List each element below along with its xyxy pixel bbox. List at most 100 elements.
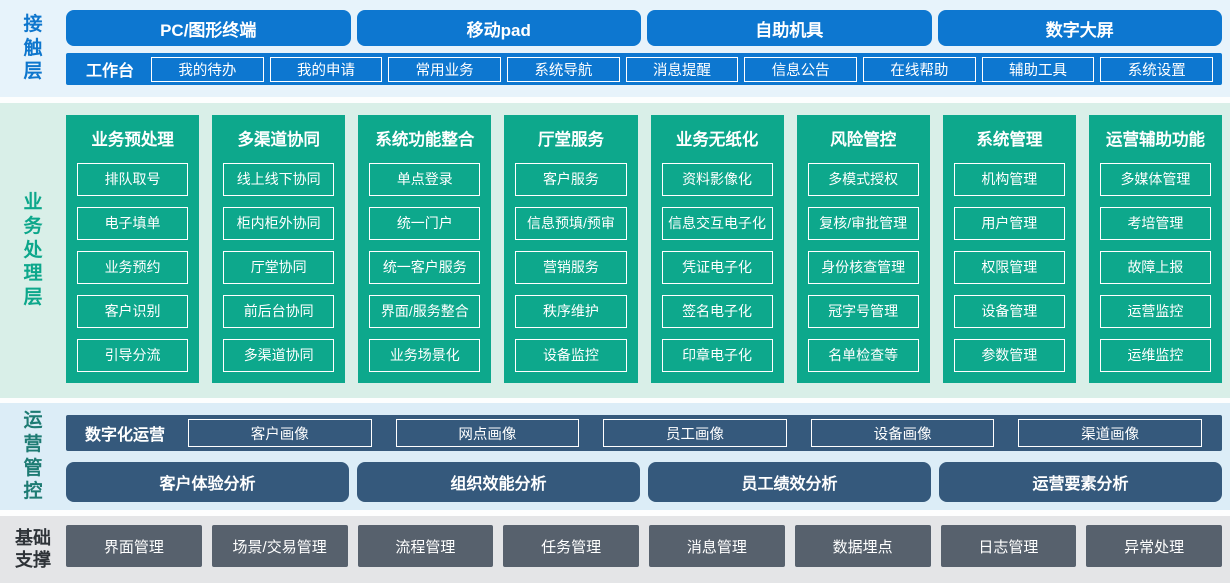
foundation-process-mgmt: 流程管理 bbox=[357, 525, 494, 567]
terminal-row: PC/图形终端 移动pad 自助机具 数字大屏 bbox=[66, 10, 1222, 46]
module-box: 统一门户 bbox=[369, 207, 481, 240]
terminal-self-service: 自助机具 bbox=[647, 10, 932, 46]
module-box: 前后台协同 bbox=[223, 295, 335, 328]
module-box: 多媒体管理 bbox=[1099, 163, 1211, 196]
workbench-item-system-settings: 系统设置 bbox=[1100, 56, 1214, 82]
foundation-label: 基础支撑 bbox=[15, 527, 51, 570]
module-box: 运维监控 bbox=[1099, 339, 1211, 372]
module-box: 资料影像化 bbox=[661, 163, 773, 196]
module-box: 复核/审批管理 bbox=[807, 207, 919, 240]
workbench-bar: 工作台 我的待办 我的申请 常用业务 系统导航 消息提醒 信息公告 在线帮助 辅… bbox=[66, 53, 1222, 85]
profile-branch: 网点画像 bbox=[395, 419, 580, 447]
analysis-org-efficiency: 组织效能分析 bbox=[357, 462, 640, 502]
module-box: 业务预约 bbox=[77, 251, 189, 284]
column-lobby-services: 厅堂服务 客户服务 信息预填/预审 营销服务 秩序维护 设备监控 bbox=[504, 115, 638, 383]
business-columns: 业务预处理 排队取号 电子填单 业务预约 客户识别 引导分流 多渠道协同 线上线… bbox=[66, 115, 1222, 383]
module-box: 冠字号管理 bbox=[807, 295, 919, 328]
module-box: 签名电子化 bbox=[661, 295, 773, 328]
foundation-log-mgmt: 日志管理 bbox=[940, 525, 1077, 567]
workbench-label: 工作台 bbox=[85, 63, 134, 80]
section-divider bbox=[0, 510, 1230, 516]
foundation-message-mgmt: 消息管理 bbox=[649, 525, 785, 567]
module-box: 电子填单 bbox=[77, 207, 189, 240]
profile-device: 设备画像 bbox=[810, 419, 995, 447]
module-box: 客户识别 bbox=[77, 295, 189, 328]
terminal-pc: PC/图形终端 bbox=[66, 10, 351, 46]
module-box: 凭证电子化 bbox=[661, 251, 773, 284]
module-box: 权限管理 bbox=[953, 251, 1065, 284]
workbench-item-announcements: 信息公告 bbox=[744, 56, 858, 82]
module-box: 设备管理 bbox=[953, 295, 1065, 328]
contact-layer-section: 接触层 PC/图形终端 移动pad 自助机具 数字大屏 工作台 我的待办 我的申… bbox=[0, 0, 1230, 97]
module-box: 统一客户服务 bbox=[369, 251, 481, 284]
column-title: 业务预处理 bbox=[91, 131, 174, 149]
workbench-item-online-help: 在线帮助 bbox=[863, 56, 976, 82]
column-risk-control: 风险管控 多模式授权 复核/审批管理 身份核查管理 冠字号管理 名单检查等 bbox=[796, 115, 930, 383]
analysis-customer-experience: 客户体验分析 bbox=[66, 462, 349, 502]
workbench-item-aux-tools: 辅助工具 bbox=[981, 56, 1095, 82]
foundation-gutter: 基础支撑 bbox=[0, 516, 66, 583]
business-layer-label: 业务处理层 bbox=[23, 192, 43, 309]
digital-operations-label: 数字化运营 bbox=[84, 427, 165, 444]
module-box: 信息交互电子化 bbox=[661, 207, 773, 240]
module-box: 引导分流 bbox=[77, 339, 189, 372]
module-box: 排队取号 bbox=[77, 163, 189, 196]
module-box: 秩序维护 bbox=[515, 295, 627, 328]
operations-label: 运营管控 bbox=[23, 410, 43, 503]
analysis-employee-performance: 员工绩效分析 bbox=[648, 462, 931, 502]
module-box: 用户管理 bbox=[953, 207, 1065, 240]
profile-customer: 客户画像 bbox=[188, 419, 372, 447]
module-box: 机构管理 bbox=[953, 163, 1065, 196]
module-box: 业务场景化 bbox=[369, 339, 481, 372]
analysis-row: 客户体验分析 组织效能分析 员工绩效分析 运营要素分析 bbox=[66, 462, 1222, 502]
column-ops-auxiliary-functions: 运营辅助功能 多媒体管理 考培管理 故障上报 运营监控 运维监控 bbox=[1088, 115, 1222, 383]
column-system-management: 系统管理 机构管理 用户管理 权限管理 设备管理 参数管理 bbox=[942, 115, 1076, 383]
profile-channel: 渠道画像 bbox=[1018, 419, 1202, 447]
module-box: 运营监控 bbox=[1099, 295, 1211, 328]
module-box: 多渠道协同 bbox=[223, 339, 335, 372]
foundation-row: 界面管理 场景/交易管理 流程管理 任务管理 消息管理 数据埋点 日志管理 异常… bbox=[66, 525, 1222, 567]
section-divider bbox=[0, 398, 1230, 403]
column-paperless-business: 业务无纸化 资料影像化 信息交互电子化 凭证电子化 签名电子化 印章电子化 bbox=[650, 115, 784, 383]
foundation-data-tracking: 数据埋点 bbox=[794, 525, 931, 567]
digital-operations-bar: 数字化运营 客户画像 网点画像 员工画像 设备画像 渠道画像 bbox=[66, 415, 1222, 451]
profile-employee: 员工画像 bbox=[603, 419, 787, 447]
foundation-task-mgmt: 任务管理 bbox=[503, 525, 639, 567]
workbench-item-system-nav: 系统导航 bbox=[507, 56, 620, 82]
column-title: 运营辅助功能 bbox=[1105, 131, 1205, 149]
column-title: 业务无纸化 bbox=[675, 131, 759, 149]
column-title: 多渠道协同 bbox=[237, 131, 320, 149]
module-box: 厅堂协同 bbox=[223, 251, 335, 284]
foundation-scene-transaction-mgmt: 场景/交易管理 bbox=[211, 525, 348, 567]
module-box: 信息预填/预审 bbox=[515, 207, 627, 240]
module-box: 线上线下协同 bbox=[223, 163, 335, 196]
module-box: 身份核查管理 bbox=[807, 251, 919, 284]
operations-gutter: 运营管控 bbox=[0, 403, 66, 510]
column-title: 系统管理 bbox=[976, 131, 1043, 149]
module-box: 设备监控 bbox=[515, 339, 627, 372]
module-box: 营销服务 bbox=[515, 251, 627, 284]
module-box: 参数管理 bbox=[953, 339, 1065, 372]
workbench-item-todo: 我的待办 bbox=[151, 56, 264, 82]
contact-layer-gutter: 接触层 bbox=[0, 0, 66, 97]
terminal-mobile-pad: 移动pad bbox=[356, 10, 641, 46]
module-box: 名单检查等 bbox=[807, 339, 919, 372]
workbench-item-common-business: 常用业务 bbox=[388, 56, 502, 82]
column-title: 系统功能整合 bbox=[375, 131, 475, 149]
business-layer-gutter: 业务处理层 bbox=[0, 103, 66, 398]
module-box: 柜内柜外协同 bbox=[223, 207, 335, 240]
terminal-digital-screen: 数字大屏 bbox=[937, 10, 1222, 46]
column-system-integration: 系统功能整合 单点登录 统一门户 统一客户服务 界面/服务整合 业务场景化 bbox=[358, 115, 492, 383]
module-box: 多模式授权 bbox=[807, 163, 919, 196]
section-divider bbox=[0, 97, 1230, 103]
column-multichannel-collaboration: 多渠道协同 线上线下协同 柜内柜外协同 厅堂协同 前后台协同 多渠道协同 bbox=[212, 115, 346, 383]
module-box: 单点登录 bbox=[369, 163, 481, 196]
business-layer-section: 业务处理层 业务预处理 排队取号 电子填单 业务预约 客户识别 引导分流 多渠道… bbox=[0, 103, 1230, 398]
contact-layer-label: 接触层 bbox=[23, 13, 43, 83]
module-box: 印章电子化 bbox=[661, 339, 773, 372]
analysis-operation-elements: 运营要素分析 bbox=[939, 462, 1222, 502]
module-box: 故障上报 bbox=[1099, 251, 1211, 284]
foundation-exception-handling: 异常处理 bbox=[1086, 525, 1222, 567]
workbench-item-applications: 我的申请 bbox=[269, 56, 383, 82]
column-title: 厅堂服务 bbox=[537, 131, 604, 149]
